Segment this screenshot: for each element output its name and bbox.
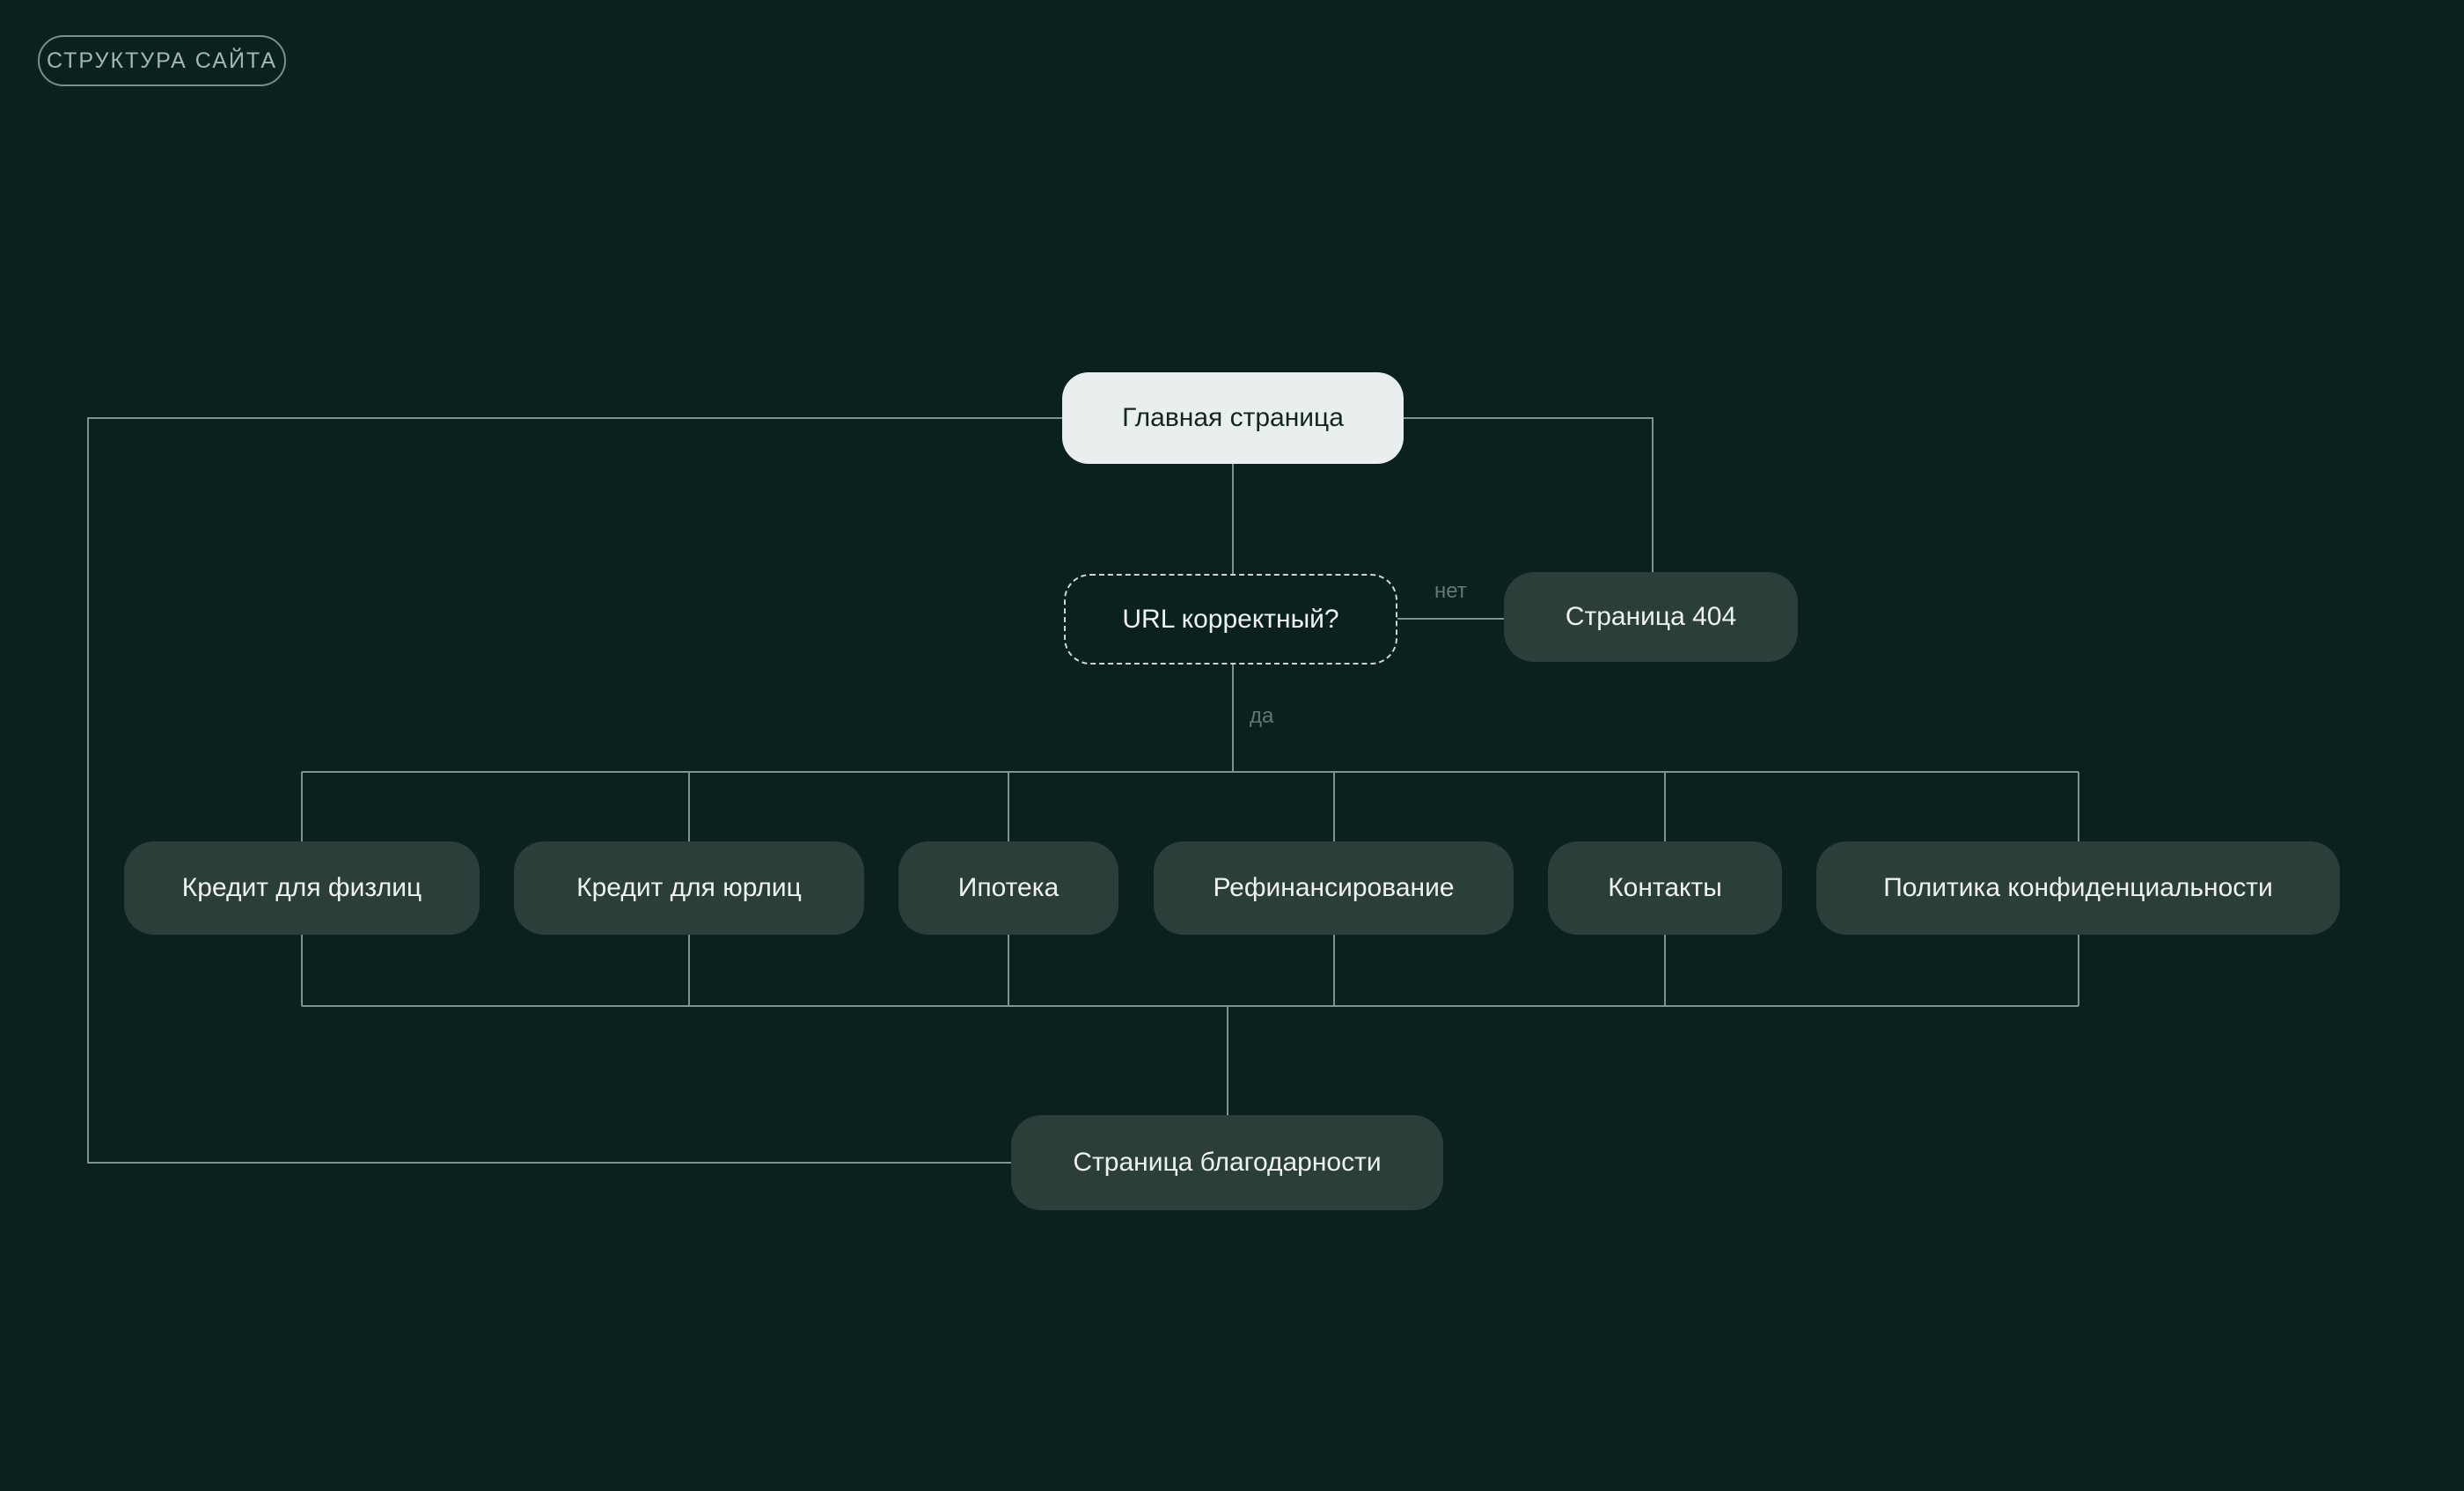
node-home-page-label: Главная страница [1122,403,1344,432]
page-title: СТРУКТУРА САЙТА [46,48,278,73]
node-thank-you-page-label: Страница благодарности [1073,1148,1382,1177]
node-url-check-decision: URL корректный? [1064,574,1397,665]
node-contacts-label: Контакты [1608,873,1722,902]
node-refinancing: Рефинансирование [1154,841,1514,935]
connector-home-to-thankyou-loop [87,417,1062,1164]
node-url-check-label: URL корректный? [1122,604,1339,634]
edge-label-yes: да [1250,704,1274,728]
connector-home-to-404 [1404,417,1654,574]
node-mortgage-label: Ипотека [957,873,1060,902]
node-404-page: Страница 404 [1504,572,1798,662]
node-mortgage: Ипотека [898,841,1118,935]
edge-label-no: нет [1434,579,1467,603]
node-credit-individuals: Кредит для физлиц [124,841,480,935]
node-credit-business: Кредит для юрлиц [514,841,864,935]
node-privacy-policy-label: Политика конфиденциальности [1883,873,2273,902]
node-credit-business-label: Кредит для юрлиц [576,873,802,902]
page-title-badge: СТРУКТУРА САЙТА [38,35,286,86]
node-credit-individuals-label: Кредит для физлиц [181,873,422,902]
node-contacts: Контакты [1548,841,1782,935]
node-thank-you-page: Страница благодарности [1011,1115,1443,1210]
node-home-page: Главная страница [1062,372,1404,464]
node-404-page-label: Страница 404 [1565,602,1737,631]
node-refinancing-label: Рефинансирование [1213,873,1455,902]
node-privacy-policy: Политика конфиденциальности [1816,841,2340,935]
